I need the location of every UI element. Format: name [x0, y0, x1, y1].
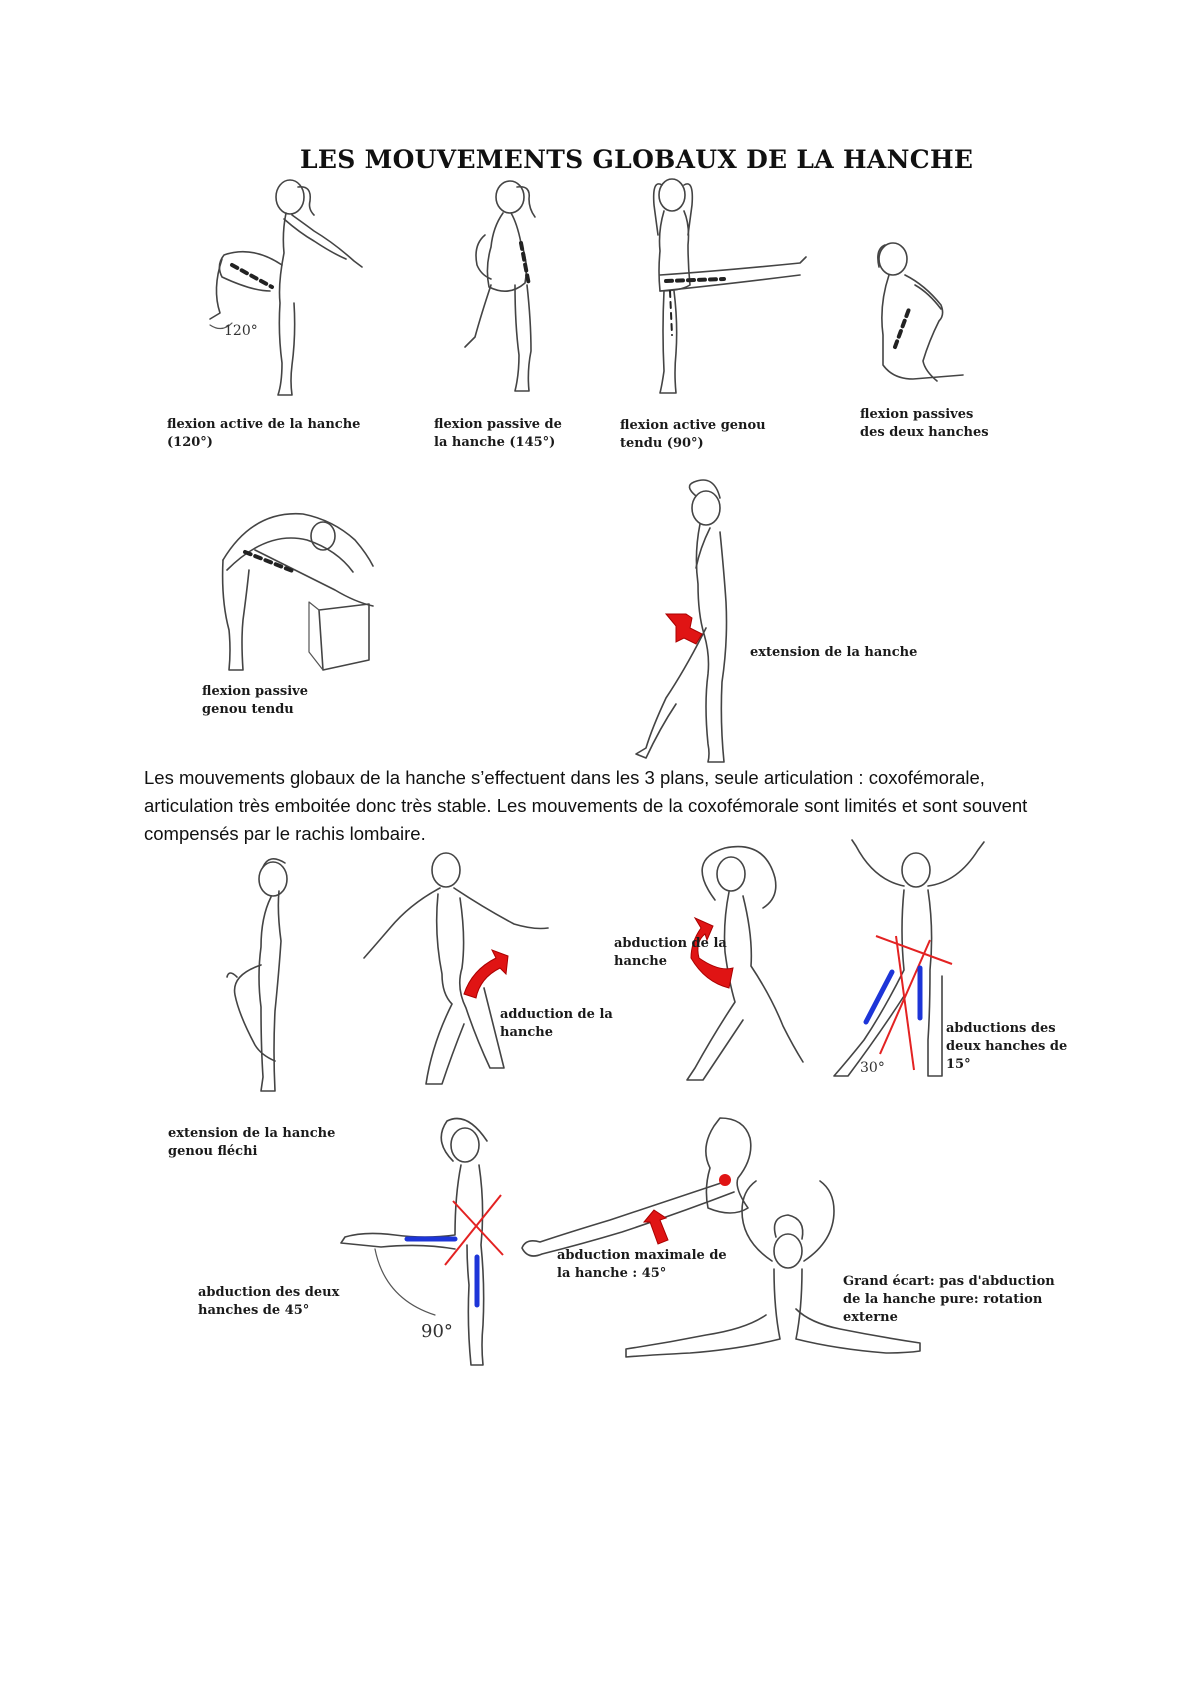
figure-flexion-genou-tendu: [652, 178, 807, 394]
caption-flexion-active: flexion active de la hanche (120°): [167, 417, 361, 450]
caption-extension-hanche: extension de la hanche: [750, 645, 918, 660]
red-arrow-icon: [690, 916, 734, 989]
figure-extension-hanche: [635, 479, 728, 763]
red-arrow-icon: [664, 613, 703, 645]
red-arrow-icon: [463, 949, 509, 999]
figure-adduction: [363, 852, 549, 1085]
caption-abduction-deux-hanches-15: abductions des deux hanches de 15°: [946, 1021, 1068, 1072]
angle-label-120: 120°: [224, 323, 258, 339]
angle-label-30: 30°: [860, 1060, 885, 1076]
caption-flexion-deux-hanches: flexion passives des deux hanches: [860, 407, 989, 440]
caption-flexion-genou-tendu: flexion active genou tendu (90°): [620, 418, 766, 451]
red-arrow-icon: [642, 1209, 669, 1245]
figure-flexion-active: 120°: [209, 179, 363, 396]
caption-adduction: adduction de la hanche: [500, 1007, 613, 1040]
figure-abduction-maximale: [521, 1117, 752, 1257]
caption-flexion-passive: flexion passive de la hanche (145°): [434, 417, 562, 450]
figure-abduction-deux-hanches-45: 90°: [340, 1117, 504, 1366]
caption-abduction-deux-hanches-45: abduction des deux hanches de 45°: [198, 1285, 340, 1318]
caption-abduction: abduction de la hanche: [614, 936, 727, 969]
caption-abduction-maximale: abduction maximale de la hanche : 45°: [557, 1248, 727, 1281]
figure-flexion-passive-genou-tendu: [221, 512, 374, 671]
figure-grand-ecart: [625, 1180, 921, 1358]
figure-abduction: [686, 845, 804, 1081]
caption-flexion-passive-genou-tendu: flexion passive genou tendu: [202, 684, 308, 717]
figure-flexion-deux-hanches: [877, 242, 964, 382]
figure-flexion-passive: [464, 180, 536, 392]
caption-grand-ecart: Grand écart: pas d'abduction de la hanch…: [843, 1274, 1055, 1325]
page-title: LES MOUVEMENTS GLOBAUX DE LA HANCHE: [300, 145, 974, 174]
caption-extension-genou-flechi: extension de la hanche genou fléchi: [168, 1126, 336, 1159]
figure-abduction-deux-hanches-15: 30°: [833, 839, 985, 1077]
paragraph-text: Les mouvements globaux de la hanche s’ef…: [144, 767, 1028, 844]
figure-extension-genou-flechi: [226, 858, 288, 1092]
angle-label-90: 90°: [421, 1321, 453, 1342]
